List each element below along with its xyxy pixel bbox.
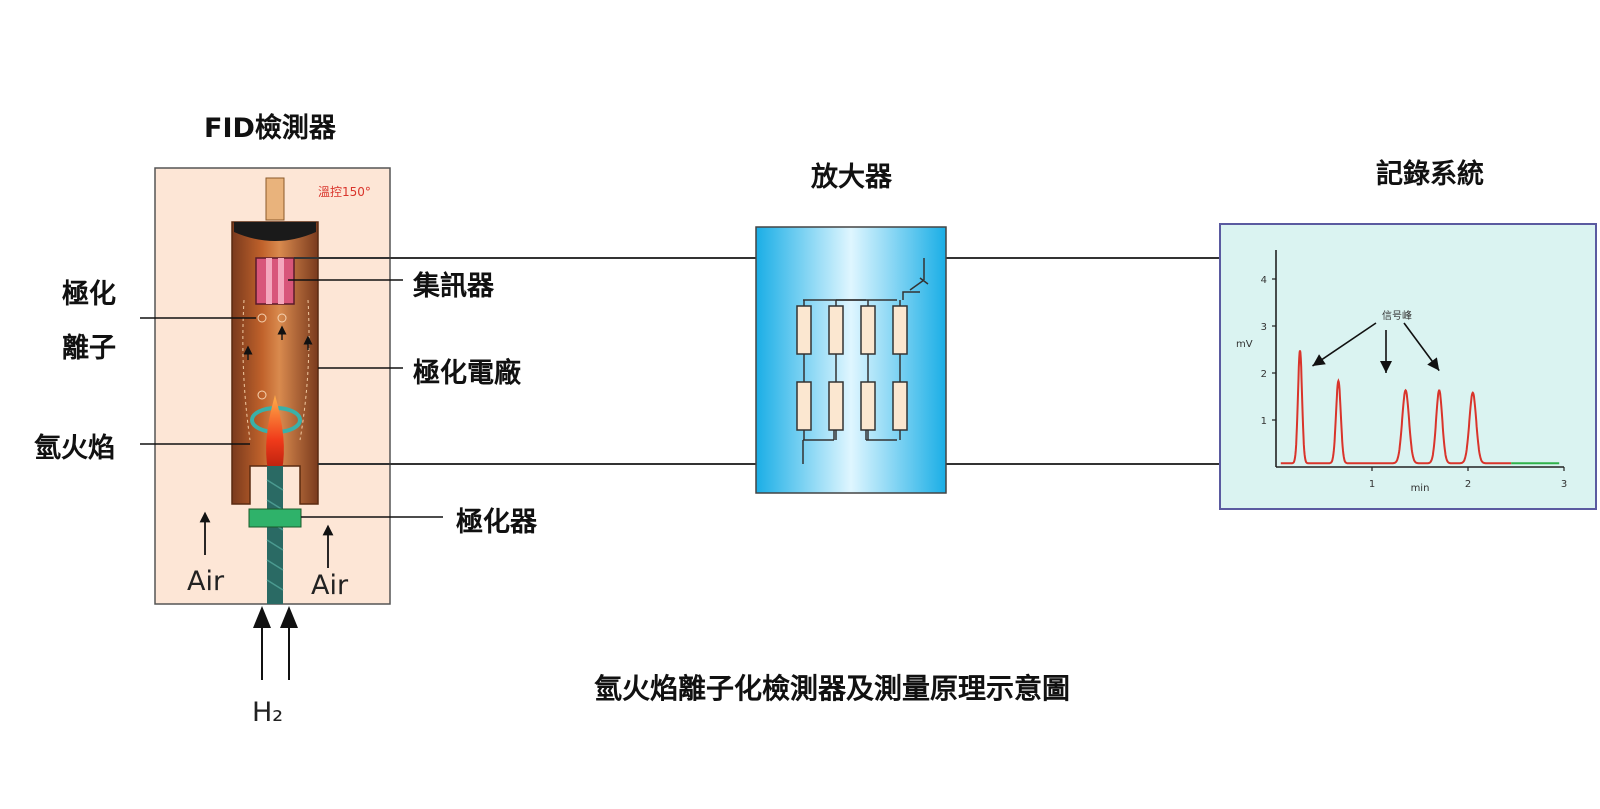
x-tick-label: 1 <box>1369 479 1375 490</box>
ionize-label-1: 極化 <box>62 279 116 310</box>
chromatogram: 1 2 3 4 1 2 3 mV min 信号峰 <box>1236 250 1567 494</box>
temp-label: 溫控150° <box>318 185 371 199</box>
y-unit-label: mV <box>1236 339 1253 350</box>
peak-annotation: 信号峰 <box>1382 310 1412 322</box>
x-unit-label: min <box>1411 483 1430 494</box>
collector-label: 集訊器 <box>413 271 494 302</box>
recorder-box <box>1219 223 1597 510</box>
figure-caption: 氫火焰離子化檢測器及測量原理示意圖 <box>594 672 1071 705</box>
flame-label: 氫火焰 <box>34 433 115 464</box>
detector-tube <box>231 221 319 505</box>
signal-trace <box>1280 350 1512 465</box>
h2-pipe <box>267 466 283 604</box>
peak-arrow-head <box>1427 357 1440 371</box>
ionize-label-2: 離子 <box>62 333 116 364</box>
air-label-left: Air <box>187 566 225 597</box>
resistor-group <box>796 305 908 431</box>
polarizer-label: 極化器 <box>456 507 537 538</box>
detector-title: FID檢測器 <box>204 113 336 144</box>
collector-element <box>255 257 295 305</box>
y-tick-label: 4 <box>1261 275 1267 286</box>
y-tick-label: 3 <box>1261 322 1267 333</box>
recorder-title: 記錄系統 <box>1376 159 1484 190</box>
peak-arrow-head <box>1312 354 1326 366</box>
y-tick-label: 1 <box>1261 416 1267 427</box>
peak-arrow <box>1312 322 1377 367</box>
y-tick-label: 2 <box>1261 369 1267 380</box>
electrode-label: 極化電廠 <box>413 358 521 389</box>
x-tick-label: 2 <box>1465 479 1471 490</box>
amplifier-box <box>755 226 947 494</box>
x-tick-label: 3 <box>1561 479 1567 490</box>
air-label-right: Air <box>311 570 349 601</box>
peak-arrow-head <box>1380 361 1392 373</box>
amplifier-title: 放大器 <box>811 162 892 193</box>
flame-shape <box>266 395 284 470</box>
polarizer-element <box>248 508 302 528</box>
h2-label: H₂ <box>252 697 284 728</box>
